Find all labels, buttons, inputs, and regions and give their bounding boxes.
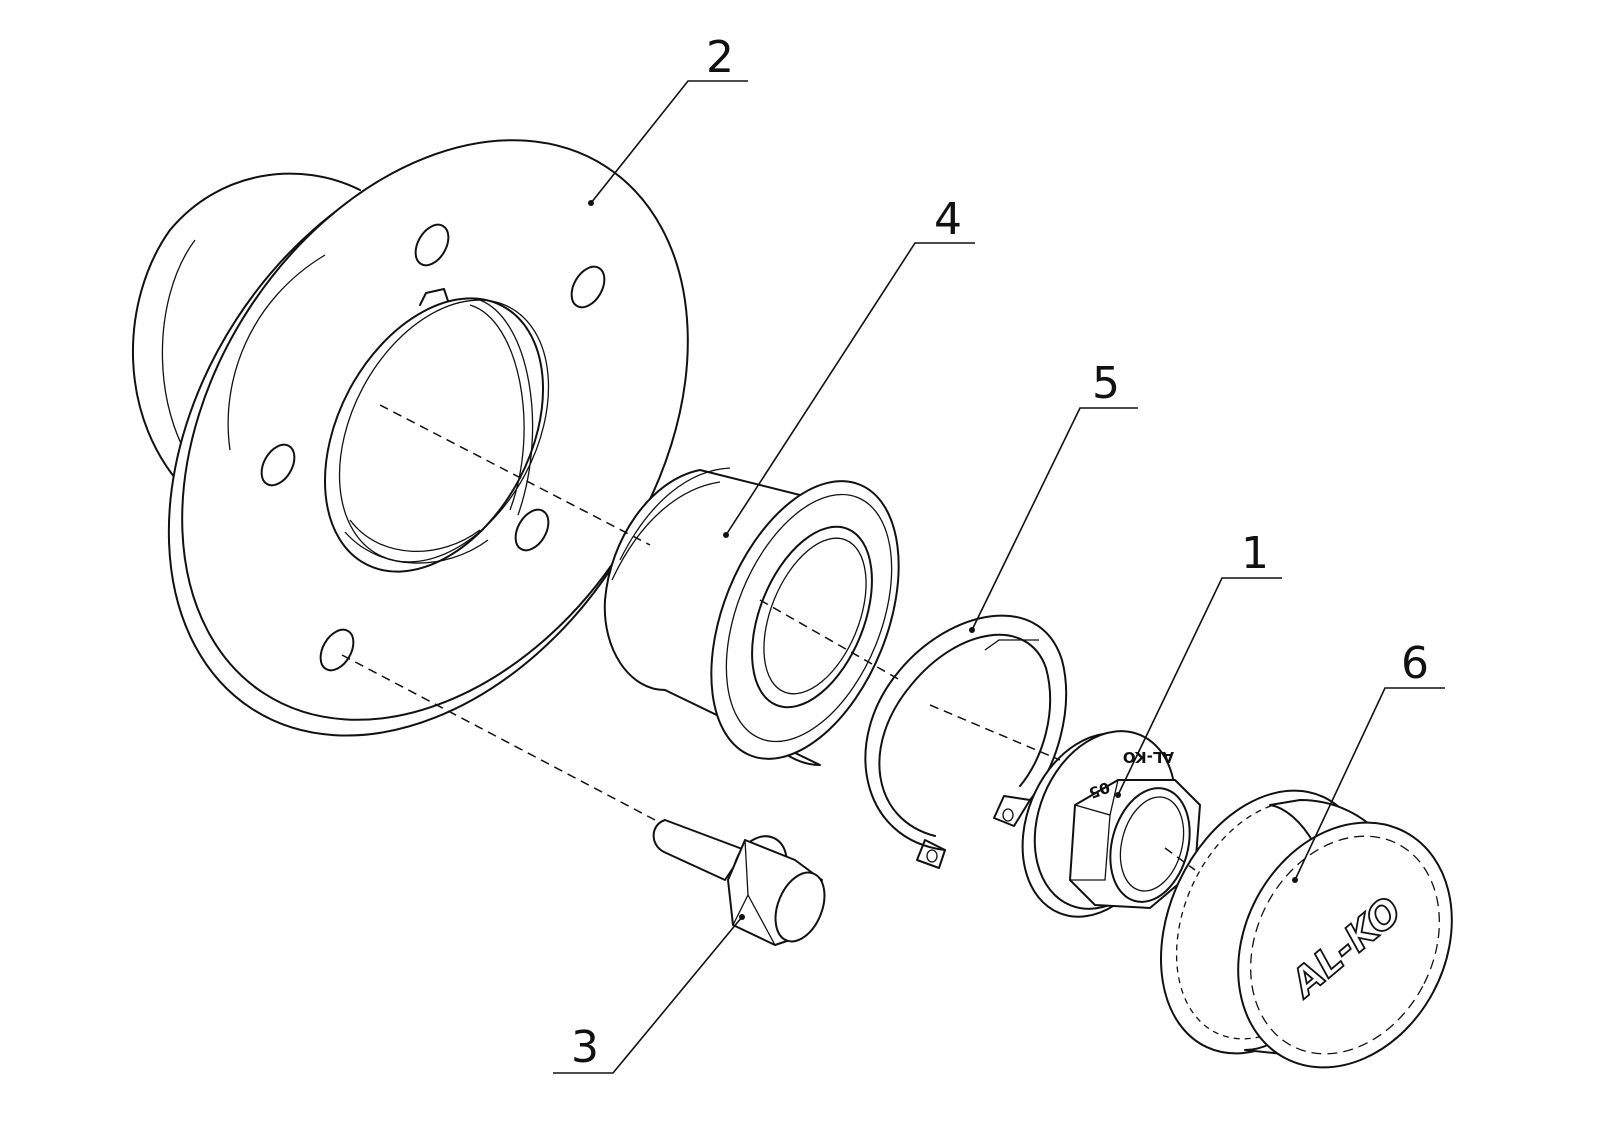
callout-6-label: 6	[1401, 638, 1429, 689]
callout-4-label: 4	[934, 194, 962, 245]
callouts: 2 4 5 1 6 3	[553, 32, 1445, 1074]
callout-5-leader	[971, 407, 1138, 631]
part-1-axle-nut: AL-KO 05	[1021, 730, 1201, 918]
callout-6-leader	[1294, 687, 1445, 881]
axle-center-line	[379, 404, 1196, 871]
callout-3-label: 3	[571, 1022, 599, 1073]
callout-4-leader	[725, 242, 975, 536]
part-4-bearing	[603, 467, 900, 766]
callout-2-label: 2	[706, 32, 734, 83]
callout-2-leader	[590, 80, 748, 204]
center-lines	[341, 404, 1196, 871]
callout-1-leader	[1117, 577, 1282, 796]
callout-3-leader	[553, 916, 743, 1074]
callout-1-label: 1	[1241, 528, 1269, 579]
part-3-wheel-bolt	[652, 819, 826, 946]
callout-5-label: 5	[1092, 358, 1120, 409]
part-2-wheel-hub	[132, 139, 689, 737]
part-6-hub-cap: AL-KO	[1160, 789, 1453, 1069]
part-5-circlip	[864, 614, 1068, 869]
nut-brand-marking: AL-KO	[1123, 748, 1174, 766]
